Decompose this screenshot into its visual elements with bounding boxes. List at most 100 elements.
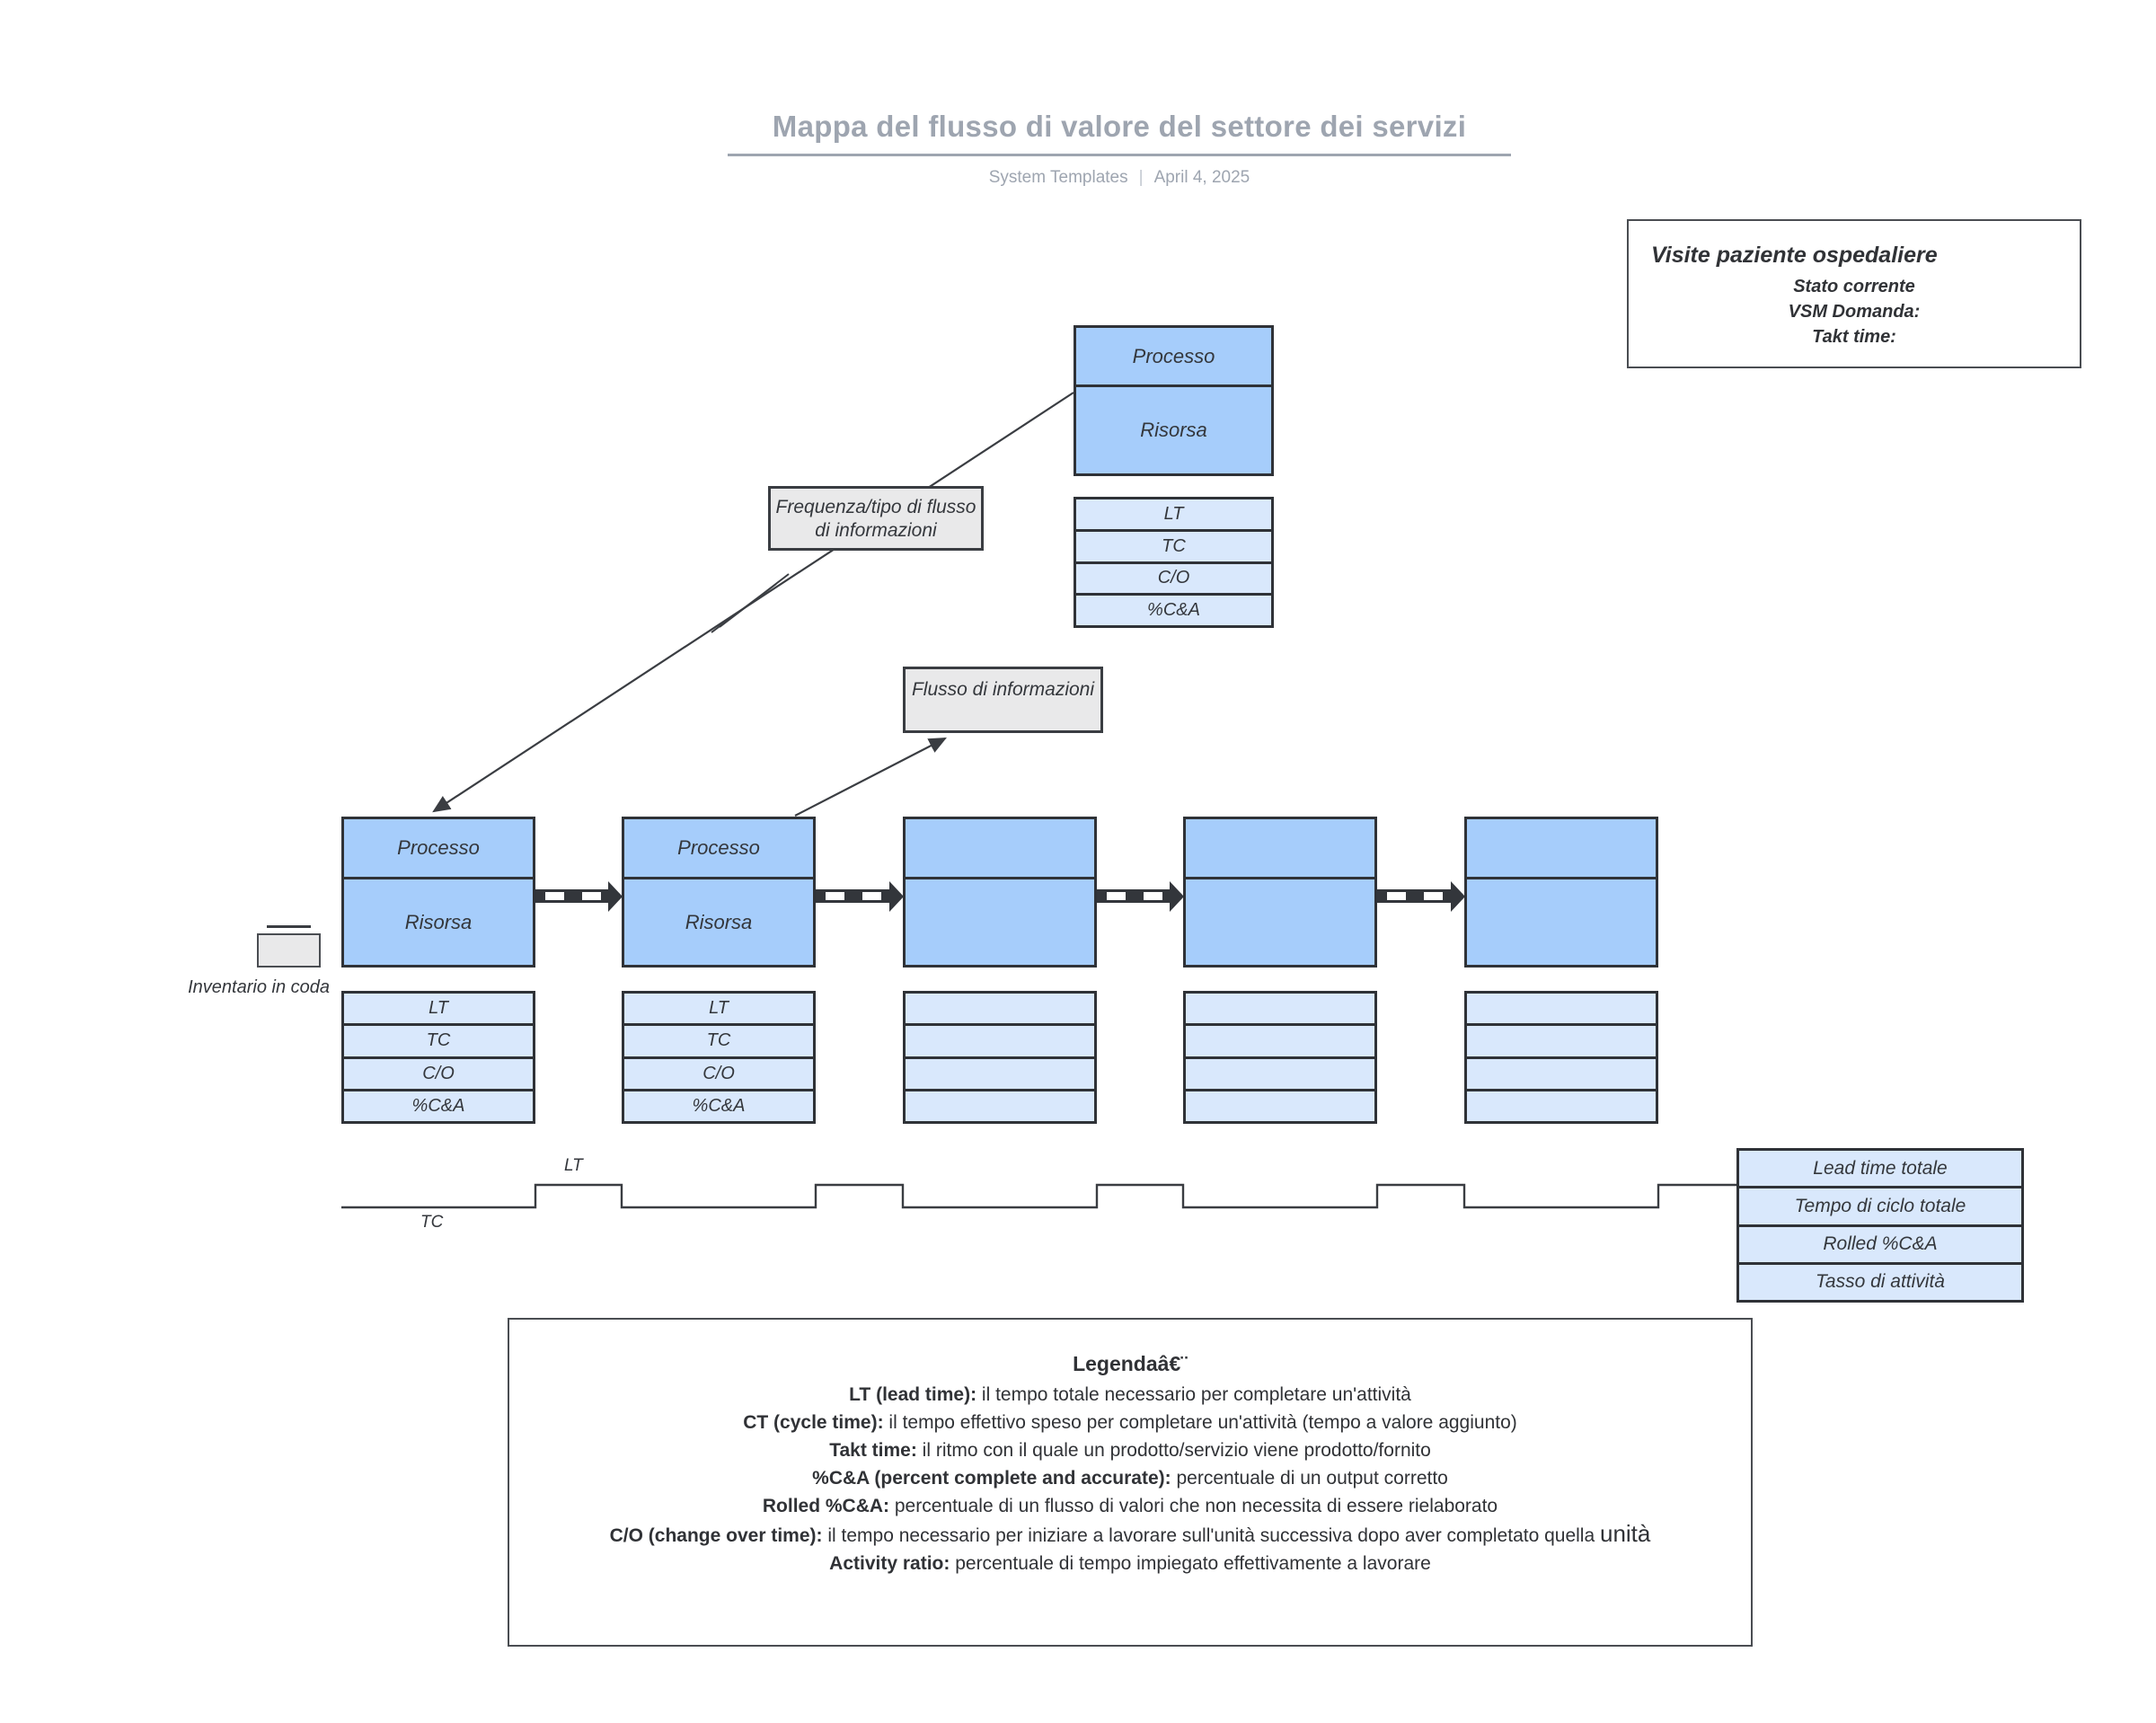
legend-entry: Activity ratio: percentuale di tempo imp… <box>592 1550 1668 1577</box>
metric-label: C/O <box>422 1063 455 1083</box>
process-resource-cell: Risorsa <box>344 879 533 965</box>
legend-term: Rolled %C&A: <box>762 1496 890 1516</box>
inventory-label: Inventario in coda <box>188 977 330 997</box>
legend-desc: il tempo effettivo speso per completare … <box>883 1412 1517 1433</box>
totals-row: Tempo di ciclo totale <box>1739 1188 2021 1227</box>
resource-label: Risorsa <box>685 910 753 933</box>
metric-label: C/O <box>702 1063 735 1083</box>
metrics-table: LT TC C/O %C&A <box>622 991 816 1124</box>
metrics-table <box>1464 991 1658 1124</box>
process-resource-cell: Risorsa <box>624 879 813 965</box>
process-box <box>1183 817 1377 968</box>
push-arrow-icon <box>1377 881 1465 912</box>
metric-row <box>1467 1091 1656 1121</box>
legend-desc: percentuale di tempo impiegato effettiva… <box>950 1553 1431 1574</box>
demand-info-title: Visite paziente ospedaliere <box>1651 243 1938 268</box>
process-box <box>903 817 1097 968</box>
legend-entry: Rolled %C&A: percentuale di un flusso di… <box>592 1492 1668 1520</box>
legend-desc: il ritmo con il quale un prodotto/serviz… <box>916 1440 1431 1461</box>
metric-row: LT <box>344 994 533 1027</box>
legend-term: C/O (change over time): <box>609 1525 823 1546</box>
legend-term: Activity ratio: <box>829 1553 950 1574</box>
metrics-table <box>903 991 1097 1124</box>
legend-title: Legendaâ€¨ <box>1073 1352 1188 1375</box>
metric-row <box>906 1026 1094 1059</box>
metric-label: TC <box>1162 535 1186 556</box>
legend-term: LT (lead time): <box>849 1384 977 1405</box>
process-box-top: Processo Risorsa <box>1074 325 1274 476</box>
page-header: Mappa del flusso di valore del settore d… <box>728 110 1511 188</box>
metric-row: LT <box>1076 499 1271 532</box>
legend-desc: percentuale di un flusso di valori che n… <box>889 1496 1498 1516</box>
legend-entry: C/O (change over time): il tempo necessa… <box>592 1520 1668 1550</box>
metric-row <box>1186 1059 1374 1091</box>
legend-box: Legendaâ€¨ LT (lead time): il tempo tota… <box>508 1318 1753 1647</box>
metric-row <box>1467 1026 1656 1059</box>
metrics-table <box>1183 991 1377 1124</box>
metric-row <box>906 1091 1094 1121</box>
legend-term: %C&A (percent complete and accurate): <box>812 1468 1171 1489</box>
date-label: April 4, 2025 <box>1153 168 1250 187</box>
timeline-tc-label: TC <box>420 1213 444 1232</box>
metric-row: C/O <box>344 1059 533 1091</box>
metric-row: %C&A <box>624 1091 813 1121</box>
metric-label: %C&A <box>411 1095 465 1116</box>
legend-desc-large: unità <box>1599 1520 1651 1547</box>
electronic-flow-zigzag-icon <box>711 573 790 633</box>
timeline-line <box>341 1183 1737 1209</box>
demand-info-box: Visite paziente ospedaliere Stato corren… <box>1627 219 2081 368</box>
metric-row: %C&A <box>344 1091 533 1121</box>
legend-entry: CT (cycle time): il tempo effettivo spes… <box>592 1409 1668 1436</box>
legend-desc: percentuale di un output corretto <box>1171 1468 1448 1489</box>
process-label: Processo <box>397 836 480 859</box>
process-name-cell: Processo <box>344 819 533 879</box>
metric-row <box>906 994 1094 1027</box>
process-box <box>1464 817 1658 968</box>
metric-row <box>1186 1091 1374 1121</box>
demand-info-line: VSM Domanda: <box>1788 302 1921 322</box>
metric-row <box>906 1059 1094 1091</box>
metric-row: LT <box>624 994 813 1027</box>
process-resource-cell <box>1186 879 1374 965</box>
demand-info-line: Takt time: <box>1812 327 1896 347</box>
metric-label: TC <box>706 1030 731 1051</box>
legend-term: CT (cycle time): <box>743 1412 884 1433</box>
legend-desc: il tempo necessario per iniziare a lavor… <box>822 1525 1600 1546</box>
push-arrow-icon <box>1097 881 1184 912</box>
metric-label: LT <box>709 998 729 1019</box>
process-name-cell <box>1467 819 1656 879</box>
push-arrow-icon <box>816 881 904 912</box>
metric-label: %C&A <box>1147 600 1200 621</box>
metric-row: TC <box>344 1026 533 1059</box>
page-title: Mappa del flusso di valore del settore d… <box>772 110 1467 143</box>
totals-table: Lead time totale Tempo di ciclo totale R… <box>1736 1148 2024 1303</box>
metrics-table: LT TC C/O %C&A <box>341 991 535 1124</box>
inventory-queue-icon <box>257 933 321 968</box>
metric-row: C/O <box>624 1059 813 1091</box>
metric-row <box>1186 994 1374 1027</box>
metric-label: LT <box>1163 503 1184 524</box>
process-name-cell <box>906 819 1094 879</box>
demand-info-line: Stato corrente <box>1793 277 1915 296</box>
metric-row <box>1467 1059 1656 1091</box>
process-name-cell <box>1186 819 1374 879</box>
timeline-lt-label: LT <box>564 1156 583 1175</box>
metric-label: LT <box>429 998 448 1019</box>
metric-label: TC <box>426 1030 451 1051</box>
title-underline <box>728 154 1511 156</box>
totals-row: Tasso di attività <box>1816 1271 1945 1293</box>
legend-entry: Takt time: il ritmo con il quale un prod… <box>592 1436 1668 1464</box>
process-name-cell: Processo <box>1076 328 1271 387</box>
resource-label: Risorsa <box>1140 419 1207 441</box>
totals-row: Rolled %C&A <box>1739 1227 2021 1265</box>
process-name-cell: Processo <box>624 819 813 879</box>
legend-desc: il tempo totale necessario per completar… <box>976 1384 1411 1405</box>
metric-row: %C&A <box>1076 596 1271 625</box>
subtitle-separator: | <box>1138 168 1144 187</box>
process-label: Processo <box>1132 344 1215 367</box>
legend-term: Takt time: <box>829 1440 917 1461</box>
frequency-flow-label-box: Frequenza/tipo di flusso di informazioni <box>768 486 984 551</box>
subtitle: System Templates|April 4, 2025 <box>728 168 1511 188</box>
